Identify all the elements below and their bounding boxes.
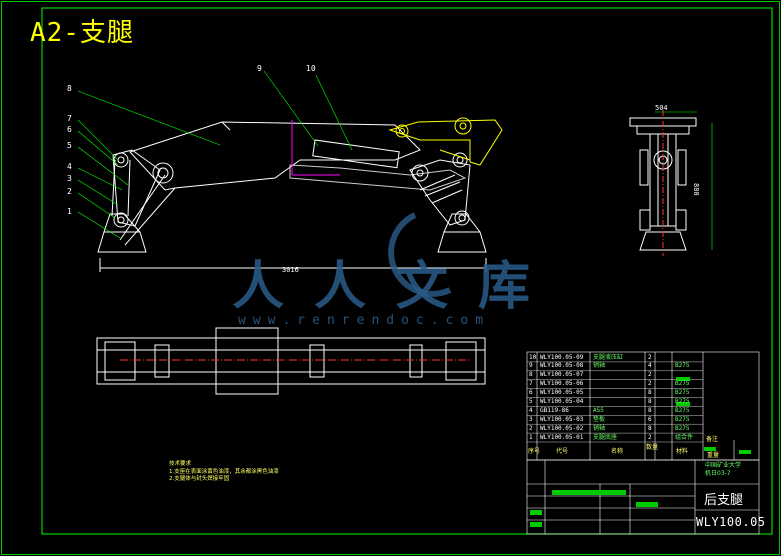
bom-cell-code: WLY100.05-08 — [540, 362, 584, 370]
university-name: 中国矿业大学 机日03-7 — [705, 462, 741, 478]
bom-cell-mat: B275 — [675, 406, 690, 414]
yellow-linkage — [388, 117, 503, 166]
dimension-main-width: 3016 — [282, 266, 299, 274]
bom-cell-qty: 8 — [648, 406, 652, 414]
bom-cell-code: WLY100.05-03 — [540, 415, 584, 423]
bom-cell-name: 支腿液压缸 — [593, 353, 624, 361]
bom-header-no: 序号 — [528, 448, 541, 455]
bom-cell-code: WLY100.05-09 — [540, 353, 584, 361]
bom-cell-code: WLY100.05-05 — [540, 389, 584, 397]
bom-cell-mat: B275 — [675, 424, 690, 432]
inner-border — [41, 7, 773, 535]
part-label-2: 2 — [67, 187, 72, 196]
drawing-number: WLY100.05 — [696, 515, 766, 529]
bom-cell-no: 5 — [529, 398, 533, 405]
part-label-9: 9 — [257, 64, 262, 73]
bom-cell-qty: 8 — [648, 389, 652, 397]
bom-header-code: 代号 — [556, 448, 569, 455]
drawing-title: A2-支腿 — [30, 18, 134, 48]
watermark-logo — [388, 212, 452, 297]
bom-cell-name: 销轴 — [593, 362, 606, 370]
part-label-5: 5 — [67, 141, 72, 150]
part-label-7: 7 — [67, 114, 72, 123]
bom-cell-mat: 组合件 — [675, 433, 694, 441]
university-line-1: 中国矿业大学 — [705, 462, 742, 469]
bom-cell-no: 9 — [529, 362, 533, 370]
bom-cell-code: WLY100.05-06 — [540, 380, 584, 388]
bom-cell-mat: B275 — [675, 415, 690, 423]
part-label-8: 8 — [67, 84, 72, 93]
bom-cell-qty: 2 — [648, 433, 652, 441]
bom-cell-no: 2 — [529, 424, 533, 432]
bom-cell-qty: 4 — [648, 362, 652, 370]
part-label-10: 10 — [306, 64, 316, 73]
bom-cell-name: A55 — [593, 406, 604, 414]
bom-cell-mat: B275 — [675, 362, 690, 370]
bom-cell-qty: 2 — [648, 380, 652, 388]
watermark-url: www.renrendoc.com — [238, 313, 491, 328]
bom-cell-mat: B275 — [675, 398, 690, 405]
bom-header-qty: 数量 — [646, 444, 659, 451]
part-label-4: 4 — [67, 162, 72, 171]
bom-cell-code: WLY100.05-07 — [540, 371, 584, 379]
bom-cell-no: 3 — [529, 415, 533, 423]
bom-cell-no: 6 — [529, 389, 533, 397]
front-view — [97, 120, 487, 272]
bom-cell-name: 垫板 — [593, 415, 606, 423]
notes-heading: 技术要求 — [169, 461, 192, 467]
bom-cell-qty: 2 — [648, 353, 652, 361]
leader-lines — [77, 70, 713, 250]
bom-header-weight: 重量 — [707, 452, 720, 459]
dimension-side-height: 880 — [692, 183, 700, 196]
top-view — [96, 327, 486, 395]
bom-cell-qty: 8 — [648, 398, 652, 405]
bom-header-note: 备注 — [706, 436, 719, 443]
notes-line-2: 2.支腿体与封头焊接牢固 — [169, 476, 230, 482]
bom-cell-name: 销轴 — [593, 424, 606, 432]
bom-cell-no: 1 — [529, 433, 533, 441]
part-label-6: 6 — [67, 125, 72, 134]
bom-row-lines — [527, 361, 703, 443]
bom-table — [526, 351, 760, 535]
part-label-1: 1 — [67, 207, 72, 216]
bom-header-mat: 材料 — [676, 448, 689, 455]
university-line-2: 机日03-7 — [705, 470, 731, 477]
title-block-fills — [530, 377, 751, 527]
bom-cell-code: WLY100.05-04 — [540, 398, 584, 405]
dimension-side-width: 504 — [655, 104, 668, 112]
bom-cell-code: WLY100.05-01 — [540, 433, 584, 441]
notes-line-1: 1.支座在表面涂黄色油漆，其余都涂黑色油漆 — [169, 468, 279, 475]
bom-cell-qty: 8 — [648, 424, 652, 432]
part-name: 后支腿 — [704, 493, 744, 508]
technical-notes: 技术要求 1.支座在表面涂黄色油漆，其余都涂黑色油漆 2.支腿体与封头焊接牢固 — [169, 461, 279, 484]
bom-cell-no: 8 — [529, 371, 533, 379]
bom-header-name: 名称 — [611, 448, 624, 455]
bom-cell-name: 支腿底座 — [593, 433, 618, 441]
bom-cell-code: WLY100.05-02 — [540, 424, 584, 432]
bom-cell-no: 4 — [529, 406, 533, 414]
side-view — [629, 110, 697, 256]
bom-cell-mat: B275 — [675, 380, 690, 388]
bom-cell-mat: B275 — [675, 389, 690, 397]
part-label-3: 3 — [67, 174, 72, 183]
bom-cell-code: GB119-86 — [540, 406, 569, 414]
bom-cell-qty: 2 — [648, 371, 652, 379]
bom-cell-no: 7 — [529, 380, 533, 388]
bom-cell-qty: 6 — [648, 415, 652, 423]
watermark-text: 人人文库 — [232, 256, 561, 317]
bom-cell-no: 10 — [529, 353, 537, 361]
